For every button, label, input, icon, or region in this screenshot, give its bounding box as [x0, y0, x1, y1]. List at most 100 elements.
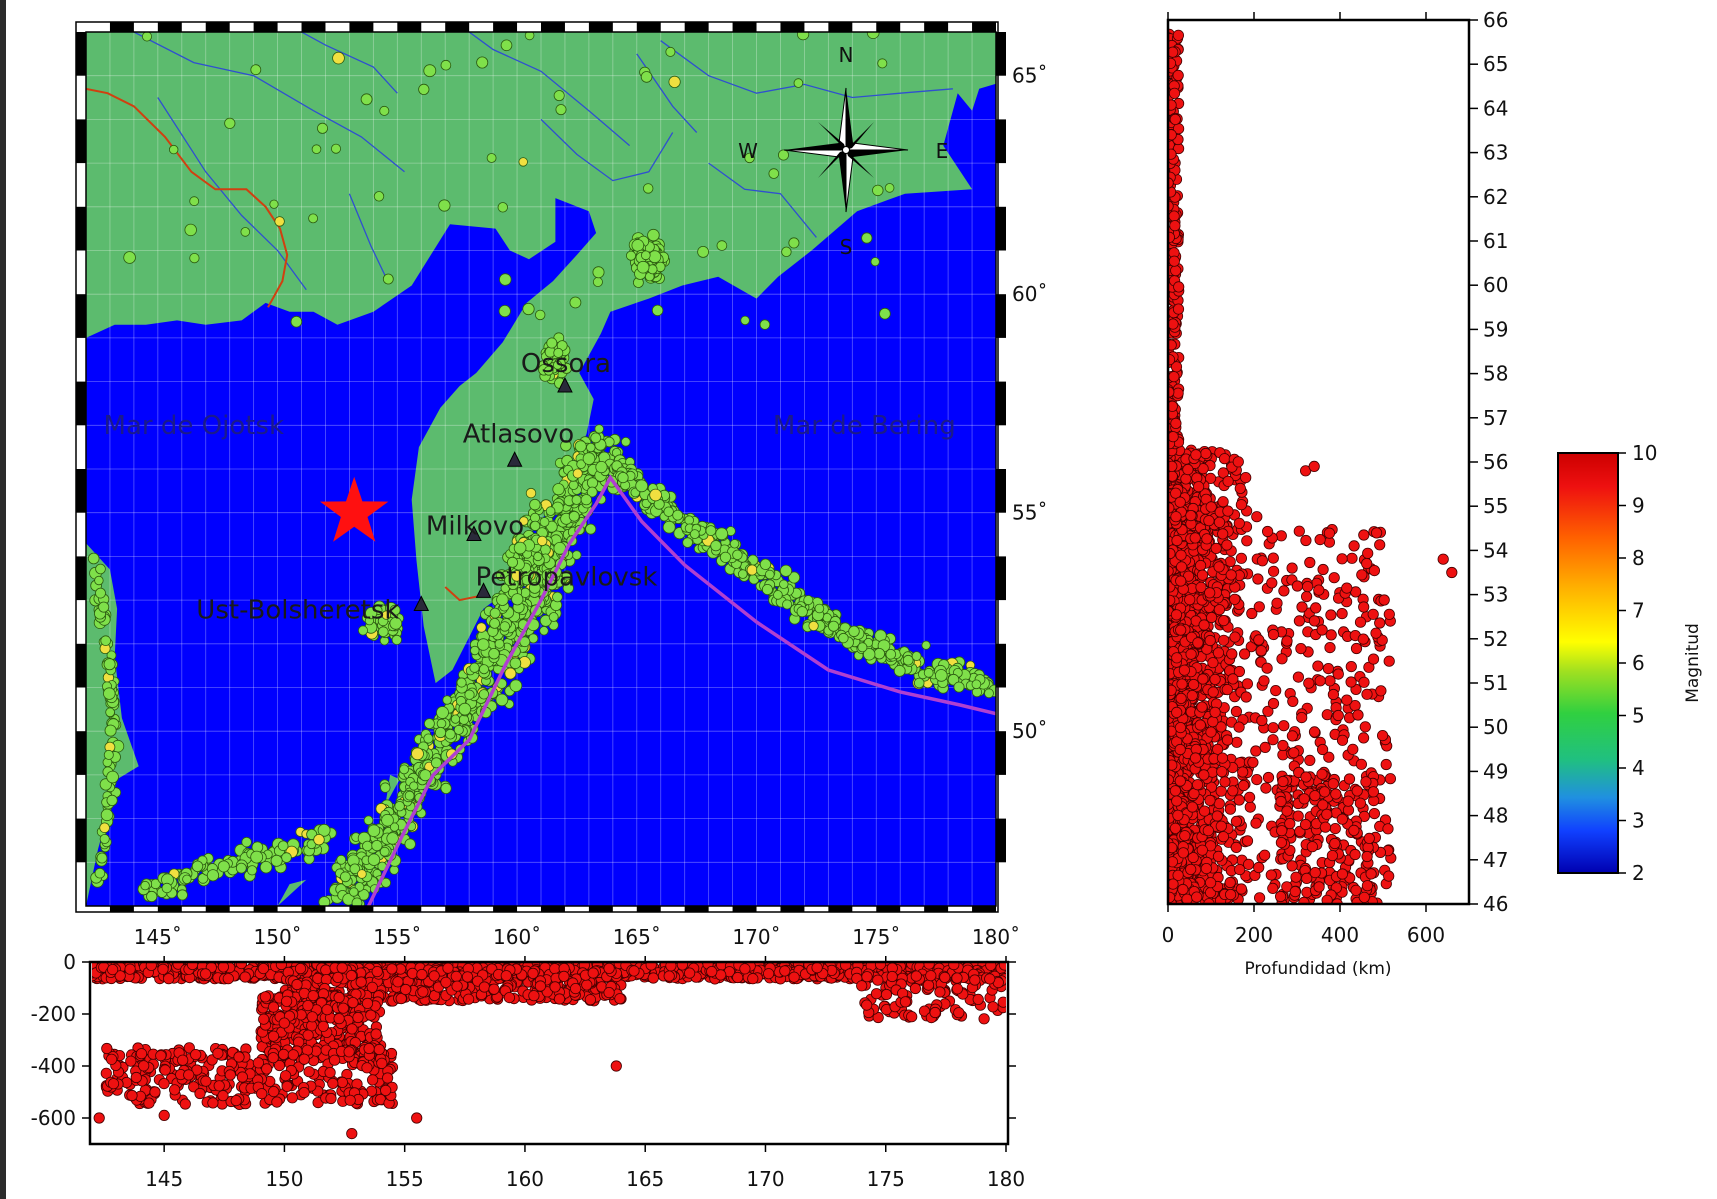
map-lon-tick-label: 155˚: [373, 925, 421, 949]
map-lon-tick-label: 175˚: [852, 925, 900, 949]
colorbar-gradient: [1557, 452, 1619, 874]
city-label-milkovo: Milkovo: [426, 512, 524, 542]
depth-lat-y-tick-label: 66: [1483, 8, 1508, 32]
colorbar-tick-label: 10: [1632, 441, 1657, 465]
map-lon-tick-label: 180˚: [972, 925, 1020, 949]
depth-lat-x-tick-label: 200: [1235, 923, 1273, 947]
depth-lat-y-tick-label: 64: [1483, 96, 1508, 120]
city-label-ust-bolsheretsk: Ust-Bolsheretsk: [196, 596, 399, 626]
depth-lon-x-tick-label: 150: [265, 1167, 303, 1191]
map-lat-tick-label: 55˚: [1012, 501, 1047, 525]
depth-lat-x-tick-label: 600: [1407, 923, 1445, 947]
city-label-atlasovo: Atlasovo: [463, 419, 574, 449]
depth-lat-y-tick-label: 58: [1483, 362, 1508, 386]
depth-latitude-panel: 0 200 400 600 46 47 48 49 50 51 52 53 54 55 56 57 58 59 6…: [1162, 8, 1509, 979]
depth-lat-y-tick-label: 51: [1483, 671, 1508, 695]
depth-lon-y-tick-label: -200: [31, 1002, 76, 1026]
depth-lon-y-tick-label: 0: [63, 950, 76, 974]
depth-lon-frame: [88, 960, 1010, 1146]
compass-e-label: E: [936, 139, 949, 163]
admin-border: [86, 87, 482, 602]
colorbar-tick-label: 3: [1632, 809, 1645, 833]
depth-lon-x-tick-label: 145: [145, 1167, 183, 1191]
depth-lat-y-tick-label: 60: [1483, 273, 1508, 297]
depth-lon-y-tick-label: -600: [31, 1106, 76, 1130]
depth-lon-x-tick-label: 170: [746, 1167, 784, 1191]
compass-rose: N S E W: [738, 43, 948, 259]
colorbar-tick-label: 4: [1632, 756, 1645, 780]
colorbar-tick-label: 2: [1632, 861, 1645, 885]
sea-labels: Mar de Ojotsk Mar de Bering: [104, 411, 956, 441]
depth-lat-y-tick-label: 59: [1483, 317, 1508, 341]
map-lat-tick-label: 65˚: [1012, 64, 1047, 88]
sea-label: Mar de Bering: [773, 411, 956, 441]
city-markers: [413, 376, 573, 611]
depth-lat-y-tick-label: 46: [1483, 892, 1508, 916]
depth-lat-y-tick-label: 47: [1483, 848, 1508, 872]
depth-lat-y-tick-label: 52: [1483, 627, 1508, 651]
city-label-ossora: Ossora: [521, 349, 611, 379]
city-label-petropavlovsk: Petropavlovsk: [476, 562, 658, 592]
epicenter-star: [320, 476, 389, 542]
rivers: [133, 32, 953, 291]
map-lon-tick-label: 150˚: [254, 925, 302, 949]
depth-lon-x-tick-label: 165: [626, 1167, 664, 1191]
depth-lat-y-ticks: 46 47 48 49 50 51 52 53 54 55 56 57 58 59 60 61 62 63 64 65…: [1469, 8, 1508, 916]
depth-lat-y-tick-label: 61: [1483, 229, 1508, 253]
map-lon-tick-label: 160˚: [493, 925, 541, 949]
colorbar-tick-label: 8: [1632, 546, 1645, 570]
depth-lat-y-tick-label: 55: [1483, 494, 1508, 518]
map-lat-tick-label: 60˚: [1012, 282, 1047, 306]
map-inner-border: [85, 31, 997, 907]
depth-lat-x-ticks: 0 200 400 600: [1162, 12, 1445, 947]
depth-lat-y-tick-label: 56: [1483, 450, 1508, 474]
compass-w-label: W: [738, 139, 758, 163]
depth-lon-x-tick-label: 175: [867, 1167, 905, 1191]
depth-lon-x-tick-label: 155: [386, 1167, 424, 1191]
map-grid: [86, 32, 996, 906]
city-labels: OssoraAtlasovoMilkovoPetropavlovskUst-Bo…: [196, 349, 657, 626]
map-lon-tick-label: 170˚: [732, 925, 780, 949]
sea-label: Mar de Ojotsk: [104, 411, 284, 441]
depth-lat-y-tick-label: 50: [1483, 715, 1508, 739]
map-panel: 145˚ 150˚ 155˚ 160˚ 165˚ 170˚ 175˚ 180˚ 50˚ 55˚ 6…: [75, 21, 1047, 949]
map-lat-tick-label: 50˚: [1012, 719, 1047, 743]
seismicity-figure: 145˚ 150˚ 155˚ 160˚ 165˚ 170˚ 175˚ 180˚ 50˚ 55˚ 6…: [31, 8, 1703, 1191]
depth-lat-y-tick-label: 53: [1483, 583, 1508, 607]
depth-lat-y-tick-label: 63: [1483, 141, 1508, 165]
map-lat-tick-labels: 50˚ 55˚ 60˚ 65˚: [1012, 64, 1047, 744]
depth-lat-x-tick-label: 400: [1321, 923, 1359, 947]
magnitude-colorbar: 2 3 4 5 6 7 8 9 10 Magnitud: [1557, 441, 1703, 885]
earthquake-events: [87, 32, 996, 906]
compass-s-label: S: [840, 235, 853, 259]
colorbar-tick-label: 9: [1632, 494, 1645, 518]
depth-lon-y-tick-label: -400: [31, 1054, 76, 1078]
colorbar-ticks: 2 3 4 5 6 7 8 9 10: [1618, 441, 1657, 885]
map-lon-tick-label: 165˚: [613, 925, 661, 949]
map-lon-tick-label: 145˚: [134, 925, 182, 949]
plate-boundary-line: [367, 474, 996, 906]
depth-lat-y-tick-label: 49: [1483, 759, 1508, 783]
depth-lat-y-tick-label: 57: [1483, 406, 1508, 430]
colorbar-tick-label: 7: [1632, 599, 1645, 623]
depth-lat-x-tick-label: 0: [1162, 923, 1175, 947]
depth-lon-y-ticks: 0 -200 -400 -600: [31, 950, 1016, 1130]
depth-lon-events: [92, 962, 1006, 1140]
depth-lat-events: [1168, 28, 1458, 904]
compass-n-label: N: [839, 43, 854, 67]
colorbar-tick-label: 6: [1632, 651, 1645, 675]
depth-lat-y-tick-label: 65: [1483, 52, 1508, 76]
depth-lon-x-tick-label: 180: [987, 1167, 1025, 1191]
depth-longitude-panel: 145 150 155 160 165 170 175 180 0 -200 -400 -600: [31, 950, 1025, 1191]
map-lon-tick-labels: 145˚ 150˚ 155˚ 160˚ 165˚ 170˚ 175˚ 180˚: [134, 925, 1020, 949]
colorbar-tick-label: 5: [1632, 704, 1645, 728]
depth-lat-y-tick-label: 54: [1483, 538, 1508, 562]
figure-page: 145˚ 150˚ 155˚ 160˚ 165˚ 170˚ 175˚ 180˚ 50˚ 55˚ 6…: [6, 0, 1717, 1199]
depth-lat-y-tick-label: 62: [1483, 185, 1508, 209]
colorbar-label: Magnitud: [1683, 623, 1703, 703]
depth-lat-xlabel: Profundidad (km): [1244, 959, 1391, 979]
depth-lon-x-ticks: 145 150 155 160 165 170 175 180: [145, 956, 1025, 1191]
map-checker-frame: [76, 22, 1006, 912]
depth-lon-x-tick-label: 160: [506, 1167, 544, 1191]
depth-lat-y-tick-label: 48: [1483, 804, 1508, 828]
